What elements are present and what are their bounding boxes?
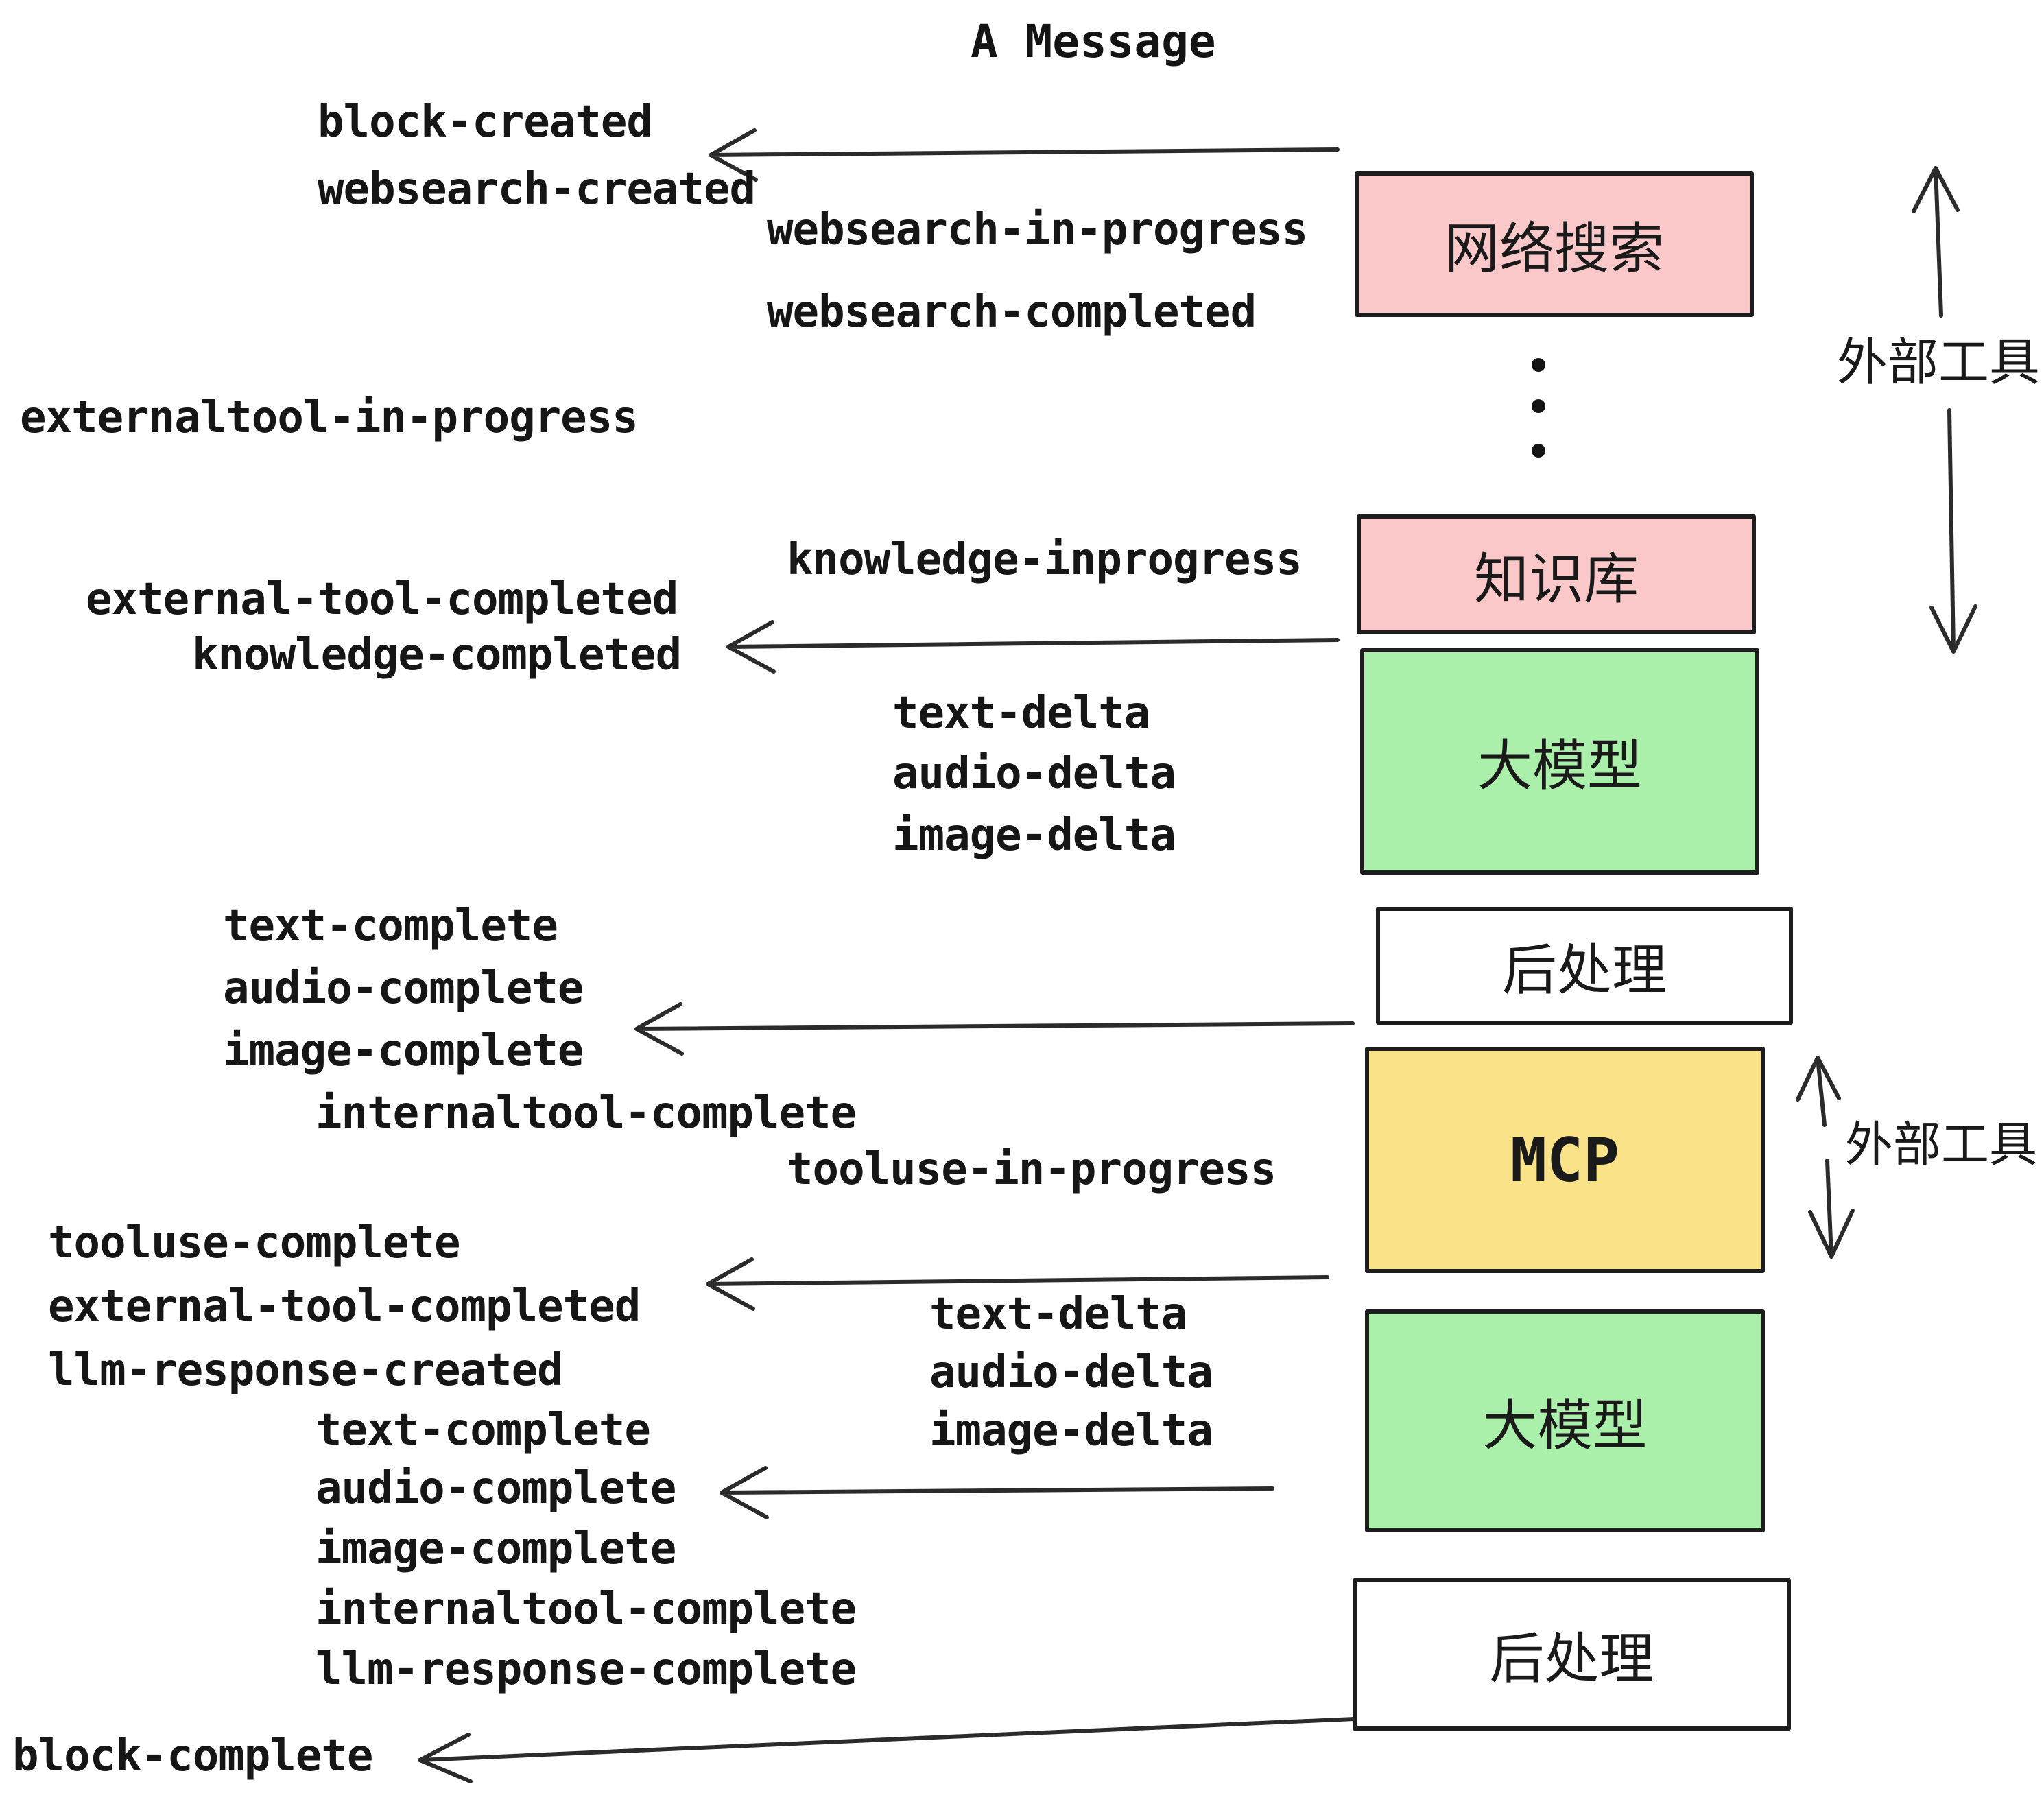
ellipsis-dot — [1532, 444, 1545, 458]
event-llm-response-complete: llm-response-complete — [316, 1644, 857, 1695]
event-image-complete-2: image-complete — [316, 1523, 676, 1574]
external-tools-up-arrow-1 — [1912, 166, 1960, 318]
node-llm-1: 大模型 — [1360, 648, 1759, 875]
event-tooluse-in-progress: tooluse-in-progress — [787, 1144, 1276, 1195]
event-external-tool-completed: external-tool-completed — [86, 574, 678, 625]
arrow-to-image-complete — [634, 1002, 1355, 1056]
event-audio-delta: audio-delta — [892, 748, 1176, 799]
external-tools-down-arrow-1 — [1929, 408, 1977, 654]
event-websearch-created: websearch-created — [318, 164, 756, 215]
event-internaltool-complete: internaltool-complete — [316, 1088, 857, 1139]
node-llm-2-label: 大模型 — [1482, 1393, 1648, 1458]
event-externaltool-in-progress: externaltool-in-progress — [20, 392, 639, 443]
node-postprocess-1-label: 后处理 — [1502, 938, 1667, 1002]
event-image-delta: image-delta — [892, 810, 1176, 861]
event-block-complete: block-complete — [12, 1731, 373, 1781]
event-text-delta-2: text-delta — [929, 1289, 1187, 1340]
arrow-to-block-created — [709, 128, 1340, 182]
node-postprocess-2-label: 后处理 — [1489, 1627, 1654, 1691]
arrow-to-knowledge-completed — [726, 620, 1340, 674]
event-audio-complete: audio-complete — [223, 963, 584, 1014]
ellipsis-dot — [1532, 358, 1545, 372]
event-websearch-in-progress: websearch-in-progress — [767, 204, 1308, 255]
node-postprocess-2: 后处理 — [1353, 1578, 1791, 1731]
arrow-to-audio-complete — [720, 1466, 1274, 1519]
ellipsis-dot — [1532, 399, 1545, 413]
event-text-delta: text-delta — [892, 688, 1150, 739]
diagram-title: A Message — [971, 15, 1216, 68]
event-text-complete-2: text-complete — [316, 1405, 651, 1456]
event-websearch-completed: websearch-completed — [767, 287, 1257, 337]
event-audio-complete-2: audio-complete — [316, 1463, 676, 1514]
event-llm-response-created: llm-response-created — [48, 1345, 564, 1396]
event-audio-delta-2: audio-delta — [929, 1347, 1213, 1398]
event-tooluse-complete: tooluse-complete — [48, 1218, 460, 1268]
arrow-to-block-complete — [418, 1717, 1357, 1783]
event-image-delta-2: image-delta — [929, 1405, 1213, 1456]
event-knowledge-inprogress: knowledge-inprogress — [787, 534, 1303, 585]
event-internaltool-complete-2: internaltool-complete — [316, 1584, 857, 1635]
event-external-tool-completed-2: external-tool-completed — [48, 1281, 641, 1332]
external-tools-up-arrow-2 — [1796, 1056, 1841, 1127]
node-websearch-label: 网络搜索 — [1445, 217, 1664, 281]
event-knowledge-completed: knowledge-completed — [192, 630, 682, 680]
node-mcp: MCP — [1365, 1047, 1765, 1273]
event-block-created: block-created — [318, 97, 653, 147]
node-websearch: 网络搜索 — [1355, 171, 1754, 317]
node-knowledge-base-label: 知识库 — [1474, 547, 1639, 611]
node-postprocess-1: 后处理 — [1376, 907, 1793, 1025]
node-llm-2: 大模型 — [1365, 1309, 1765, 1532]
event-text-complete: text-complete — [223, 901, 558, 951]
external-tools-label-2: 外部工具 — [1845, 1116, 2037, 1173]
node-llm-1-label: 大模型 — [1477, 734, 1642, 798]
event-image-complete: image-complete — [223, 1025, 584, 1076]
node-mcp-label: MCP — [1510, 1124, 1619, 1196]
external-tools-label-1: 外部工具 — [1837, 333, 2040, 392]
node-knowledge-base: 知识库 — [1357, 514, 1756, 634]
